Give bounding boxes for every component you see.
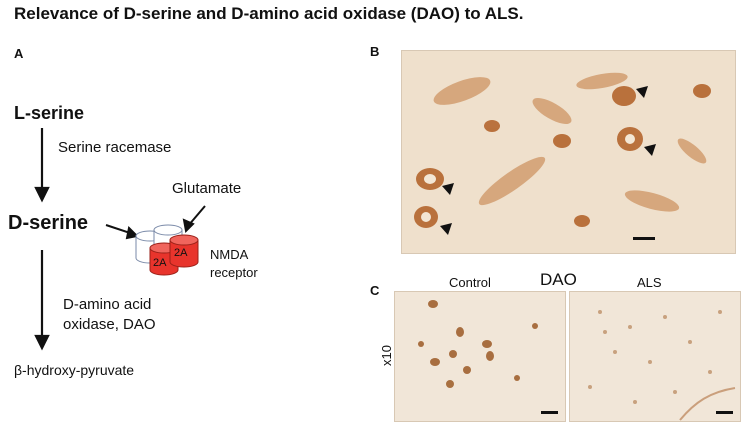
l-serine-label: L-serine <box>14 103 85 123</box>
control-cells <box>418 300 538 388</box>
d-serine-label: D-serine <box>8 212 89 234</box>
arrow-d-serine-to-pyruvate <box>34 250 50 351</box>
arrow-l-to-d-serine <box>34 128 50 203</box>
als-cells <box>588 310 736 421</box>
control-micrograph <box>394 291 566 422</box>
panel-b-micrograph <box>401 50 736 254</box>
magnification-label: x10 <box>378 345 394 366</box>
receptor-label: receptor <box>210 265 258 280</box>
panel-b-cells <box>414 72 711 235</box>
panel-b-label: B <box>370 44 380 59</box>
glutamate-label: Glutamate <box>172 180 242 197</box>
control-scale-bar <box>541 411 558 414</box>
subunit-2a-right: 2A <box>174 247 188 259</box>
als-label: ALS <box>637 275 662 290</box>
arrow-d-serine-to-receptor <box>105 224 140 240</box>
nmda-receptor-graphic <box>135 224 199 276</box>
panel-c-label: C <box>370 283 380 298</box>
als-scale-bar <box>716 411 733 414</box>
arrow-glutamate-to-receptor <box>182 205 206 234</box>
subunit-2a-left: 2A <box>153 257 167 269</box>
arrowhead-markers <box>440 86 656 235</box>
als-micrograph <box>569 291 741 422</box>
panel-a-label: A <box>14 46 24 61</box>
nmda-label: NMDA <box>210 247 249 262</box>
serine-racemase-label: Serine racemase <box>58 139 172 156</box>
control-label: Control <box>449 275 491 290</box>
panel-b-scale-bar <box>633 237 655 240</box>
dao-label-line2: oxidase, DAO <box>63 316 156 333</box>
hydroxy-pyruvate-label: β-hydroxy-pyruvate <box>14 362 135 378</box>
dao-stain-label: DAO <box>540 270 577 289</box>
figure-title: Relevance of D-serine and D-amino acid o… <box>14 4 524 23</box>
dao-label-line1: D-amino acid <box>63 296 152 313</box>
